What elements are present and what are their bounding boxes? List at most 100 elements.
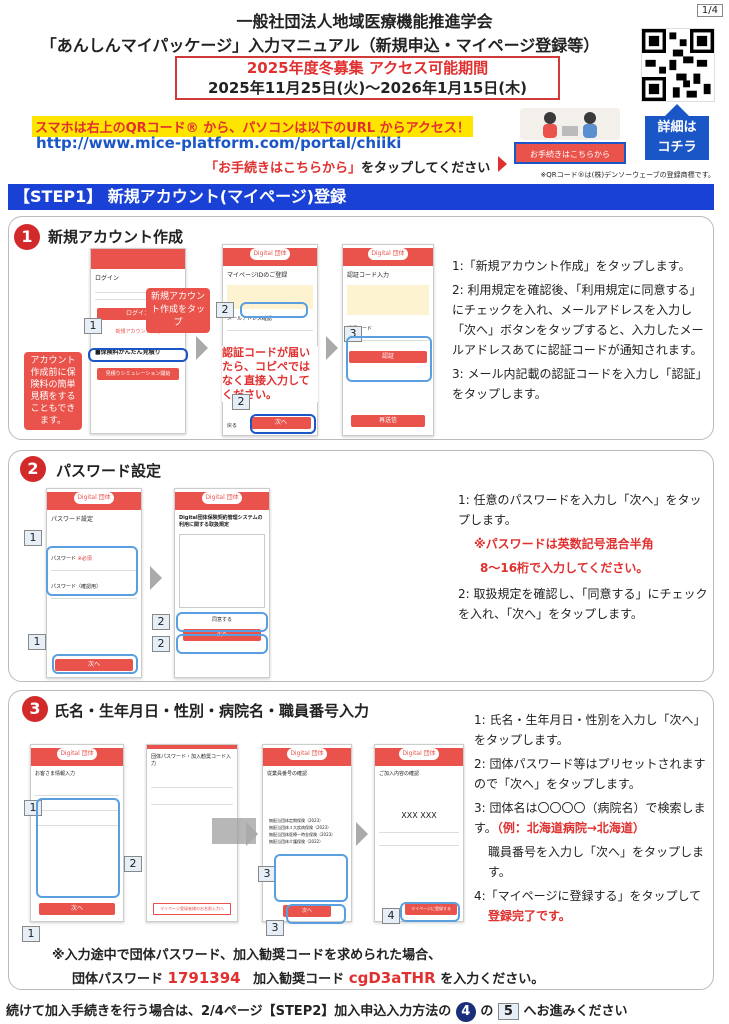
group-password-value: 1791394 xyxy=(167,969,241,987)
highlight-agree xyxy=(240,302,308,318)
new-account-link[interactable]: 新規アカウント作成 xyxy=(115,329,161,335)
next-button[interactable]: 次へ xyxy=(283,905,331,917)
step-label-3b: 3 xyxy=(266,920,284,936)
insurance-item: 無配当団体医療一時金保険（2023） xyxy=(269,832,336,837)
instruction-3-employee: 職員番号を入力し「次へ」をタップします。 xyxy=(488,845,705,879)
highlight-next xyxy=(52,654,138,674)
footer-suffix: へお進みください xyxy=(523,1004,628,1019)
arrow-right-icon xyxy=(150,566,162,590)
step-label-1b: 1 xyxy=(22,926,40,942)
qr-trademark-note: ※QRコード®は(株)デンソーウェーブの登録商標です。 xyxy=(540,171,715,179)
phone-login-screen: ログイン ログイン 新規アカウント作成 ■保険料かんたん見積り 見積りシミュレー… xyxy=(90,248,186,434)
qr-code-icon[interactable] xyxy=(641,28,715,102)
resend-button[interactable]: 再送信 xyxy=(351,415,425,427)
recommend-code-label: 加入勧奨コード xyxy=(253,972,345,987)
insurance-item: 無配当団体３大疾病保険（2023） xyxy=(269,825,332,830)
section3-instructions: 1: 氏名・生年月日・性別を入力し「次へ」をタップします。 2: 団体パスワード… xyxy=(474,710,710,926)
page-number: 1/4 xyxy=(696,4,723,17)
step-box: 5 xyxy=(497,1003,519,1020)
instruction-3: 3: メール内記載の認証コードを入力し「認証」をタップします。 xyxy=(452,367,708,401)
phone-employee-number-screen: Digital 団体 従業員番号の確認 無配当団体定期保険（2023） 無配当団… xyxy=(262,744,352,922)
procedure-button-image[interactable]: お手続きはこちらから xyxy=(514,142,626,164)
back-button[interactable]: 戻る xyxy=(227,423,238,429)
highlight-new-account xyxy=(88,348,188,362)
arrow-right-icon xyxy=(326,336,338,360)
next-button[interactable]: 次へ xyxy=(251,417,311,429)
group-password-label: 団体パスワード xyxy=(72,972,164,987)
password-confirm-label: パスワード（確認用） xyxy=(51,584,102,590)
digital-logo: Digital 団体 xyxy=(287,748,327,760)
instruction-2: 2: 取扱規定を確認し、「同意する」にチェックを入れ、「次へ」をタップします。 xyxy=(458,587,708,621)
highlight-search xyxy=(274,854,348,902)
highlight-agree xyxy=(176,612,268,632)
register-mypage-button[interactable]: マイページに登録する xyxy=(405,903,457,915)
arrow-up-icon xyxy=(665,104,689,116)
people-illustration-icon xyxy=(520,108,620,140)
auth-title: 認証コード入力 xyxy=(347,272,390,279)
step-label-2b: 2 xyxy=(152,636,170,652)
instruction-1: 1:「新規アカウント作成」をタップします。 xyxy=(452,259,691,273)
password-title: パスワード設定 xyxy=(51,516,94,523)
step-label-1a: 1 xyxy=(24,530,42,546)
password-code-note: 団体パスワード 1791394 加入勧奨コード cgD3aTHR を入力ください… xyxy=(72,968,544,987)
login-label: ログイン xyxy=(95,275,120,282)
estimate-label: ■保険料かんたん見積り xyxy=(95,349,161,356)
callout-auth-code: 認証コードが届いたら、コピペではなく直接入力してください。 xyxy=(222,346,318,402)
required-mark: ※必須 xyxy=(77,556,92,562)
auth-button[interactable]: 認証 xyxy=(349,351,427,363)
next-button[interactable]: 次へ xyxy=(39,903,115,915)
section-title-1: 新規アカウント作成 xyxy=(48,228,184,246)
digital-logo: Digital 団体 xyxy=(57,748,97,760)
arrow-right-icon xyxy=(246,822,258,846)
portal-url[interactable]: http://www.mice-platform.com/portal/chii… xyxy=(36,134,402,152)
digital-logo: Digital 団体 xyxy=(399,748,439,760)
tap-button-name: 「お手続きはこちらから」 xyxy=(205,161,362,176)
highlight-password-fields xyxy=(46,546,138,596)
step-label-2a: 2 xyxy=(152,614,170,630)
arrow-right-icon xyxy=(498,156,507,172)
note-suffix: を入力ください。 xyxy=(440,972,545,987)
highlight-name-fields xyxy=(36,798,120,898)
step-label-4: 4 xyxy=(382,908,400,924)
section2-instructions: 1: 任意のパスワードを入力し「次へ」をタップします。 ※パスワードは英数記号混… xyxy=(458,490,712,624)
agree-checkbox[interactable]: 同意する xyxy=(211,617,232,623)
highlight-next xyxy=(250,414,316,434)
password-warning-1: ※パスワードは英数記号混合半角 xyxy=(474,537,654,551)
instruction-1: 1: 任意のパスワードを入力し「次へ」をタップします。 xyxy=(458,493,702,527)
step-label-1a: 1 xyxy=(84,318,102,334)
section-number-1: 1 xyxy=(14,224,40,250)
digital-logo: Digital 団体 xyxy=(202,492,242,504)
access-period: 2025年度冬募集 アクセス可能期間 2025年11月25日(火)～2026年1… xyxy=(175,56,560,100)
footer-next-step: 続けて加入手続きを行う場合は、2/4ページ【STEP2】加入申込入力方法の 4 … xyxy=(6,1000,627,1022)
password-warning-2: 8～16桁で入力してください。 xyxy=(480,561,649,575)
section-number-3: 3 xyxy=(22,696,48,722)
confirm-title: ご加入内容の確認 xyxy=(379,771,420,777)
phone-confirm-screen: Digital 団体 ご加入内容の確認 XXX XXX マイページに登録する xyxy=(374,744,464,922)
section-number-2: 2 xyxy=(20,456,46,482)
arrow-right-icon xyxy=(356,822,368,846)
callout-estimate: アカウント作成前に保険料の簡単見積をすることもできます。 xyxy=(24,352,82,430)
step-circle: 4 xyxy=(455,1002,476,1022)
email-confirm-label: メールアドレス確認 xyxy=(227,316,273,322)
highlight-next xyxy=(286,904,346,924)
name-input-button[interactable]: マイページ登録者様のお名前入力へ xyxy=(153,903,231,915)
arrow-right-icon xyxy=(196,336,208,360)
digital-logo: Digital 団体 xyxy=(74,492,114,504)
instruction-3: 3: 団体名は〇〇〇〇（病院名）で検索します。 xyxy=(474,801,706,835)
detail-button[interactable]: 詳細はコチラ xyxy=(645,116,709,160)
instruction-4: 4:「マイページに登録する」をタップして xyxy=(474,889,702,903)
highlight-register xyxy=(400,902,460,922)
estimate-button[interactable]: 見積りシミュレーション開始 xyxy=(97,368,179,380)
customer-info-title: お客さま情報入力 xyxy=(35,771,76,777)
next-button[interactable]: 次へ xyxy=(55,659,133,671)
instruction-1: 1: 氏名・生年月日・性別を入力し「次へ」をタップします。 xyxy=(474,713,706,747)
group-password-title: 団体パスワード・加入勧奨コード入力 xyxy=(151,754,232,767)
instruction-2: 2: 団体パスワード等はプリセットされますので「次へ」をタップします。 xyxy=(474,757,706,791)
terms-title: Digital団体保険契約管理システムの利用に関する取扱規定 xyxy=(179,515,263,528)
step-label-1b: 1 xyxy=(28,634,46,650)
section-title-3: 氏名・生年月日・性別・病院名・職員番号入力 xyxy=(54,702,370,720)
digital-logo: Digital 団体 xyxy=(250,248,290,260)
highlight-auth xyxy=(346,336,432,382)
detail-label-1: 詳細は xyxy=(657,120,697,135)
tap-instruction: 「お手続きはこちらから」をタップしてください xyxy=(205,157,490,176)
